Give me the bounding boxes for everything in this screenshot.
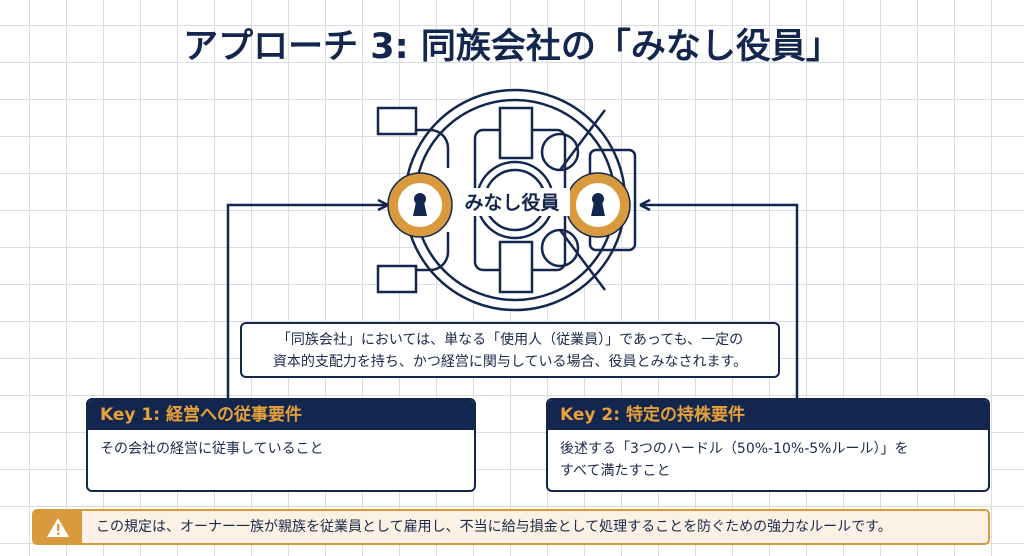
key1-body: その会社の経営に従事していること (100, 441, 324, 457)
connector-left (226, 203, 388, 398)
page-title: アプローチ 3: 同族会社の「みなし役員」 (183, 27, 841, 67)
lock-left-icon (387, 172, 453, 238)
key2-body-line: 後述する「3つのハードル（50%-10%-5%ルール）」を (560, 441, 909, 457)
key2-title: Key 2: 特定の持株要件 (548, 400, 988, 430)
description-line: 「同族会社」においては、単なる「使用人（従業員）」であっても、一定の (276, 332, 744, 348)
note-text: この規定は、オーナー一族が親族を従業員として雇用し、不当に給与損金として処理する… (96, 519, 892, 535)
warning-icon (34, 511, 82, 543)
description-line: 資本的支配力を持ち、かつ経営に関与している場合、役員とみなされます。 (272, 354, 748, 370)
vault-label: みなし役員 (464, 191, 559, 214)
key1-card: Key 1: 経営への従事要件 その会社の経営に従事していること (86, 398, 476, 492)
key2-body: 後述する「3つのハードル（50%-10%-5%ルール）」を すべて満たすこと (548, 430, 988, 490)
key1-title: Key 1: 経営への従事要件 (88, 400, 474, 430)
key2-card: Key 2: 特定の持株要件 後述する「3つのハードル（50%-10%-5%ルー… (546, 398, 990, 492)
connector-right (640, 203, 799, 398)
description-box: 「同族会社」においては、単なる「使用人（従業員）」であっても、一定の 資本的支配… (240, 322, 780, 378)
lock-right-icon (565, 172, 631, 238)
key2-body-line: すべて満たすこと (560, 463, 671, 479)
note-banner: この規定は、オーナー一族が親族を従業員として雇用し、不当に給与損金として処理する… (32, 509, 990, 545)
